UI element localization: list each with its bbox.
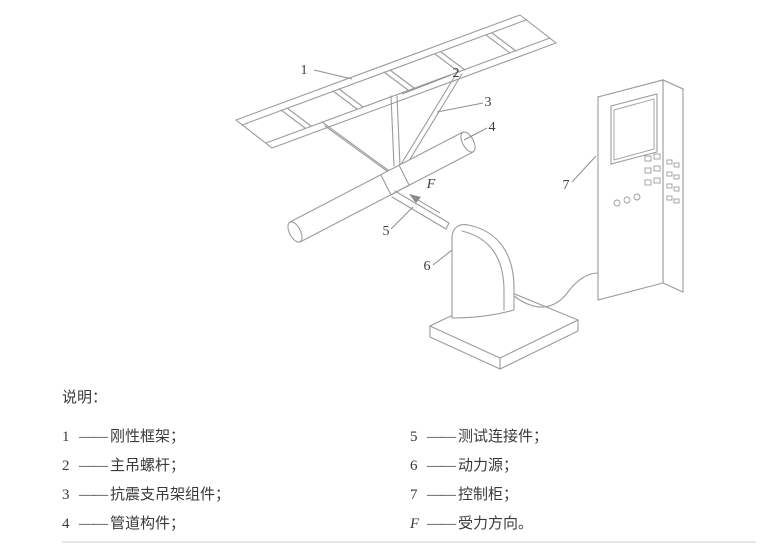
legend-item-main-hanger-rod: 2 ——主吊螺杆； [62, 452, 410, 481]
legend-item-number: 7 [410, 487, 418, 503]
legend-item-text: 抗震支吊架组件； [110, 487, 231, 503]
legend-item-number: 6 [410, 458, 418, 474]
legend-item-dash: —— [79, 458, 108, 474]
force-arrow [409, 194, 441, 214]
callout-1: 1 [301, 63, 308, 78]
rigid-frame [234, 14, 558, 149]
pipe-clamp [380, 164, 410, 196]
power-cable [513, 272, 599, 308]
legend-column-right: 5——测试连接件； 6——动力源； 7——控制柜； F——受力方向。 [410, 423, 548, 539]
legend: 说明： 1——刚性框架； 2——主吊螺杆； 3——抗震支吊架组件； 4——管道构… [62, 386, 722, 539]
brace-assembly [321, 70, 463, 175]
legend-item-text: 受力方向。 [458, 516, 534, 532]
legend-item-rigid-frame: 1 ——刚性框架； [62, 423, 410, 452]
cabinet-screen [610, 93, 658, 165]
legend-title: 说明： [62, 390, 108, 406]
callout-2: 2 [453, 66, 460, 81]
callout-labels: 1 2 3 4 5 6 7 F [301, 63, 570, 274]
legend-item-dash: —— [79, 429, 108, 445]
legend-item-number: F [410, 516, 420, 532]
control-cabinet [596, 79, 685, 301]
callout-6: 6 [424, 259, 431, 274]
test-connector [391, 190, 450, 230]
legend-item-dash: —— [427, 487, 456, 503]
legend-item-text: 动力源； [458, 458, 519, 474]
callout-3: 3 [485, 95, 492, 110]
legend-item-number: 1 [62, 429, 70, 445]
callout-F: F [426, 177, 436, 192]
legend-item-brace-assembly: 3 ——抗震支吊架组件； [62, 481, 410, 510]
legend-item-text: 刚性框架； [110, 429, 186, 445]
legend-item-dash: —— [427, 516, 456, 532]
legend-item-pipe-component: 4 ——管道构件； [62, 510, 410, 539]
callout-leaders [313, 69, 597, 266]
callout-4: 4 [489, 120, 496, 135]
legend-item-test-connector: 5 ——测试连接件； [410, 423, 548, 452]
legend-item-control-cabinet: 7 ——控制柜； [410, 481, 548, 510]
legend-item-text: 主吊螺杆； [110, 458, 186, 474]
legend-item-text: 管道构件； [110, 516, 186, 532]
callout-5: 5 [383, 224, 390, 239]
power-source [451, 224, 515, 319]
legend-item-number: 4 [62, 516, 70, 532]
pipe-component [287, 131, 476, 243]
legend-item-number: 2 [62, 458, 70, 474]
legend-column-left: 1——刚性框架； 2——主吊螺杆； 3——抗震支吊架组件； 4——管道构件； [62, 423, 410, 539]
legend-item-number: 5 [410, 429, 418, 445]
legend-item-dash: —— [427, 429, 456, 445]
legend-item-text: 测试连接件； [458, 429, 549, 445]
legend-item-dash: —— [79, 516, 108, 532]
legend-item-number: 3 [62, 487, 70, 503]
callout-7: 7 [563, 178, 570, 193]
legend-item-dash: —— [427, 458, 456, 474]
legend-item-dash: —— [79, 487, 108, 503]
cabinet-buttons [613, 153, 680, 207]
legend-item-force-direction: F ——受力方向。 [410, 510, 548, 539]
main-hanger-rod [390, 95, 401, 167]
legend-item-text: 控制柜； [458, 487, 519, 503]
legend-item-power-source: 6 ——动力源； [410, 452, 548, 481]
